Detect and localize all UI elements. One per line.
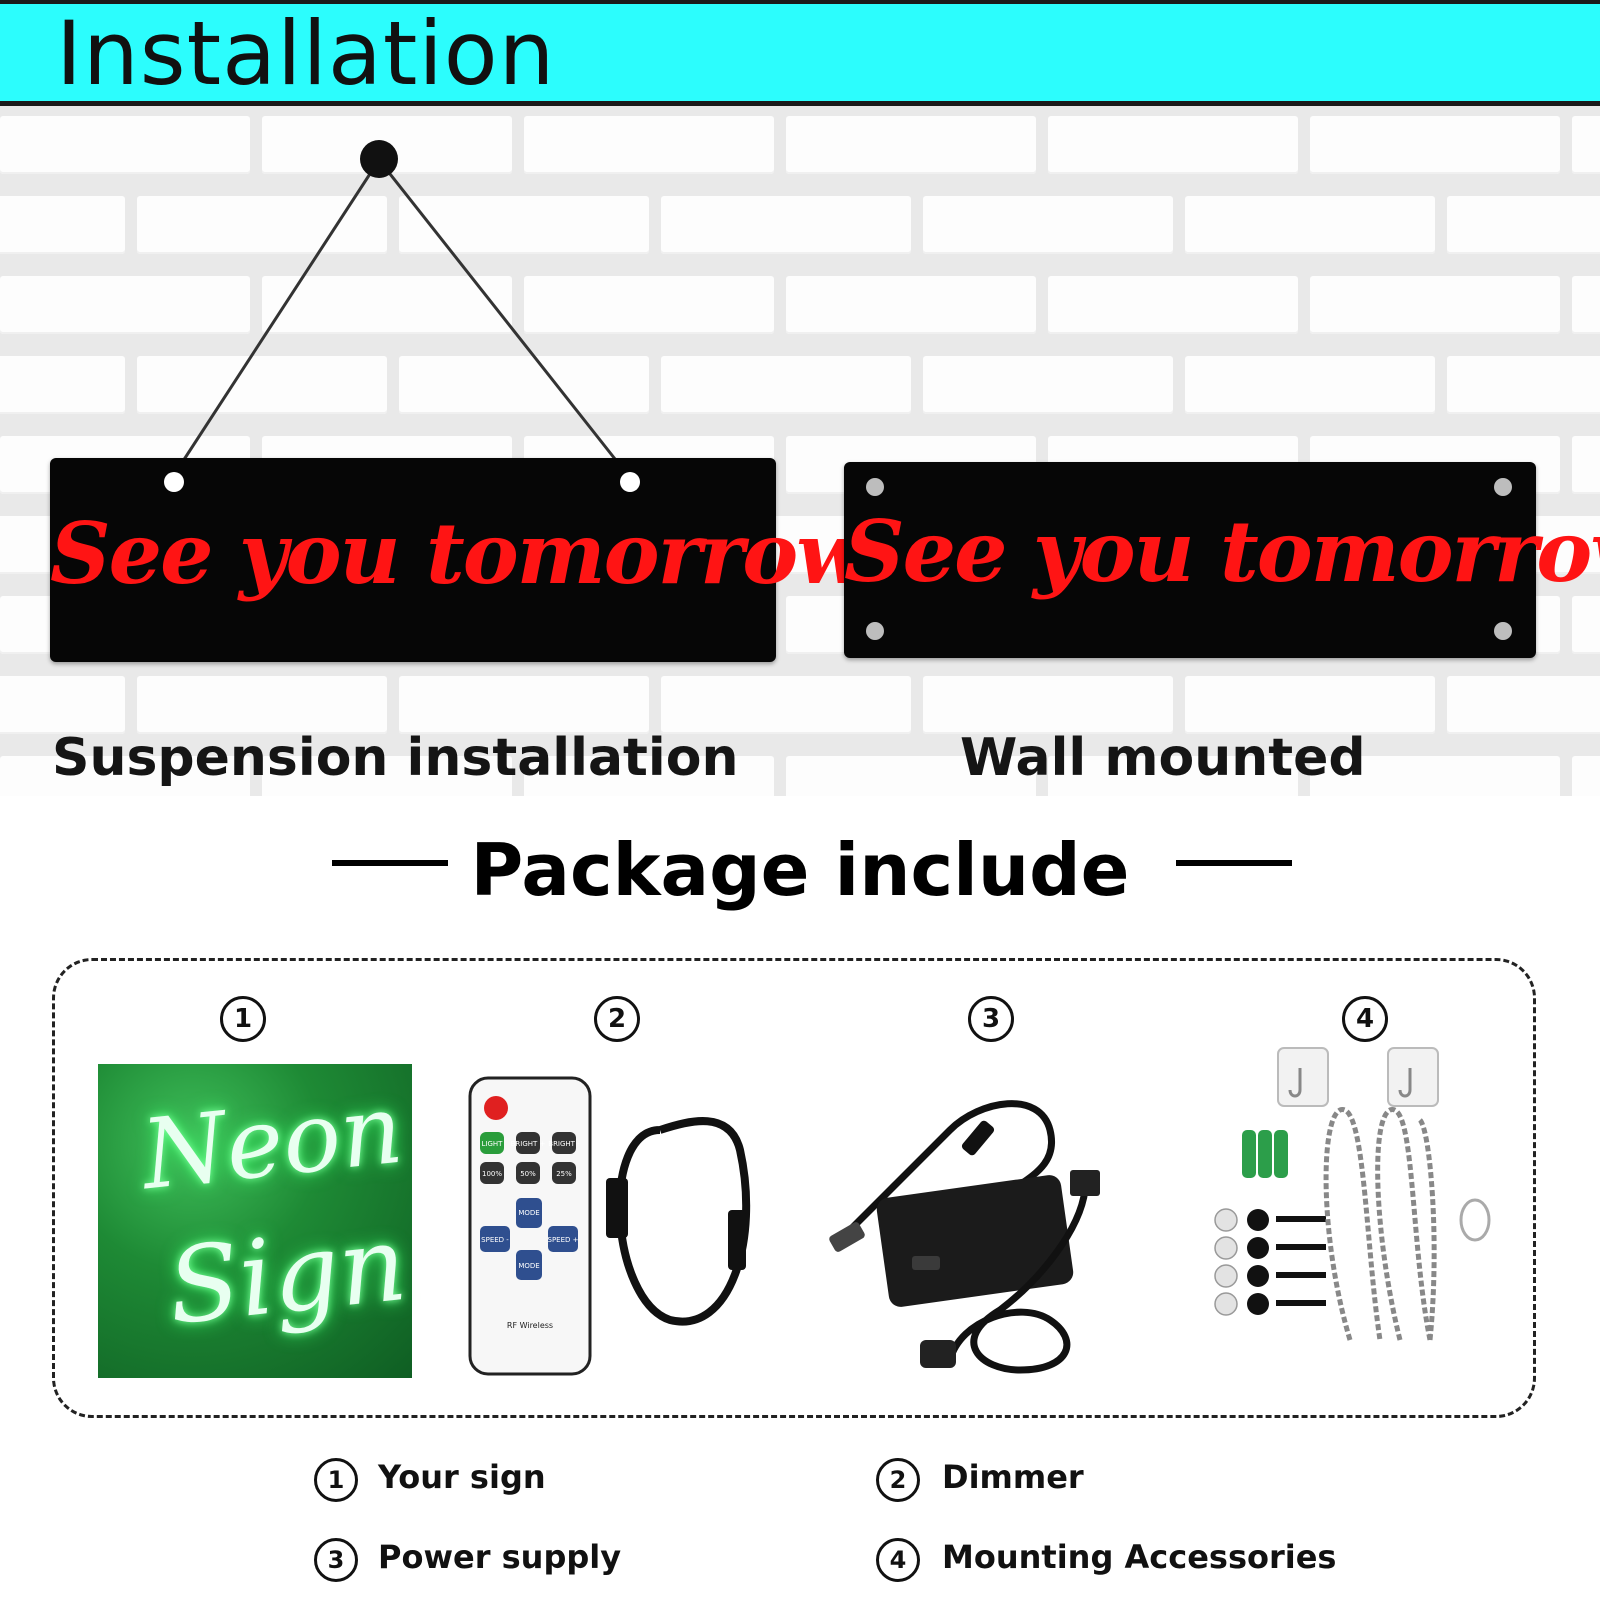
remote-button-label: BRIGHT + xyxy=(511,1140,546,1148)
brick xyxy=(1048,276,1298,334)
remote-button-label: SPEED - xyxy=(481,1236,509,1244)
brick xyxy=(1185,676,1435,734)
brick xyxy=(524,276,774,334)
dimmer-remote-image: LIGHT BRIGHT + BRIGHT - 100% 50% 25% MOD… xyxy=(468,1076,751,1376)
brick xyxy=(137,356,387,414)
legend-number: 2 xyxy=(876,1458,920,1502)
item-number: 2 xyxy=(594,996,640,1042)
screw-icon xyxy=(866,478,884,496)
brick xyxy=(923,676,1173,734)
brick xyxy=(524,116,774,174)
wall-hook-icon xyxy=(360,140,398,178)
remote-button-label: 25% xyxy=(556,1170,572,1178)
neon-sign-image: Neon Sign xyxy=(98,1064,412,1378)
brick xyxy=(923,356,1173,414)
title-divider-right xyxy=(1176,860,1292,866)
item-number: 4 xyxy=(1342,996,1388,1042)
brick xyxy=(1185,196,1435,254)
legend-label-mounting-accessories: Mounting Accessories xyxy=(942,1538,1337,1576)
legend-number: 1 xyxy=(314,1458,358,1502)
title-divider-left xyxy=(332,860,448,866)
brick xyxy=(1310,276,1560,334)
wall-mounted-sign: See you tomorrow xyxy=(844,462,1600,658)
screw-icon xyxy=(1494,478,1512,496)
neon-word-2: Sign xyxy=(162,1201,412,1349)
brick xyxy=(1048,756,1298,796)
brick xyxy=(0,116,250,174)
suspension-caption: Suspension installation xyxy=(52,728,739,788)
brick xyxy=(0,756,250,796)
brick xyxy=(0,356,125,414)
remote-button-label: MODE xyxy=(518,1262,539,1270)
legend-label-your-sign: Your sign xyxy=(378,1458,546,1496)
brick xyxy=(399,676,649,734)
sign-text: See you tomorrow xyxy=(50,504,869,603)
brick xyxy=(524,756,774,796)
brick xyxy=(399,196,649,254)
brick xyxy=(661,196,911,254)
brick xyxy=(1447,676,1600,734)
remote-button-label: BRIGHT - xyxy=(548,1140,580,1148)
remote-button-label: MODE xyxy=(518,1209,539,1217)
legend-number: 3 xyxy=(314,1538,358,1582)
item-number: 3 xyxy=(968,996,1014,1042)
brick xyxy=(0,676,125,734)
page-title: Installation xyxy=(56,2,556,105)
brick xyxy=(1310,756,1560,796)
brick xyxy=(786,756,1036,796)
brick xyxy=(399,356,649,414)
brick xyxy=(137,676,387,734)
legend-label-power-supply: Power supply xyxy=(378,1538,622,1576)
package-title: Package include xyxy=(470,828,1130,912)
brick xyxy=(1447,356,1600,414)
suspension-sign: See you tomorrow xyxy=(50,458,869,662)
brick xyxy=(1572,276,1600,334)
remote-button-label: SPEED + xyxy=(548,1236,579,1244)
screw-icon xyxy=(1494,622,1512,640)
legend-number: 4 xyxy=(876,1538,920,1582)
hanging-cord xyxy=(170,159,632,479)
wall-mounted-caption: Wall mounted xyxy=(960,728,1366,788)
header-banner: Installation xyxy=(0,0,1600,106)
brick xyxy=(1572,436,1600,494)
brick xyxy=(0,276,250,334)
brick xyxy=(137,196,387,254)
remote-button-label: LIGHT xyxy=(482,1140,504,1148)
brick xyxy=(1048,116,1298,174)
item-number: 1 xyxy=(220,996,266,1042)
neon-word-1: Neon xyxy=(136,1072,408,1212)
sign-hole-icon xyxy=(620,472,640,492)
screw-icon xyxy=(866,622,884,640)
brick xyxy=(1185,356,1435,414)
brick xyxy=(0,196,125,254)
remote-footer-label: RF Wireless xyxy=(507,1321,553,1330)
brick xyxy=(923,196,1173,254)
remote-button-label: 100% xyxy=(482,1170,502,1178)
brick xyxy=(786,276,1036,334)
brick xyxy=(1447,196,1600,254)
brick xyxy=(1572,756,1600,796)
remote-button-label: 50% xyxy=(520,1170,536,1178)
brick xyxy=(661,676,911,734)
brick xyxy=(262,276,512,334)
brick xyxy=(262,756,512,796)
legend-label-dimmer: Dimmer xyxy=(942,1458,1084,1496)
brick xyxy=(1310,116,1560,174)
brick xyxy=(786,116,1036,174)
sign-text: See you tomorrow xyxy=(844,502,1600,601)
mounting-accessories-image xyxy=(1214,1047,1491,1341)
brick xyxy=(661,356,911,414)
brick xyxy=(1572,596,1600,654)
package-contents-box xyxy=(52,958,1536,1418)
brick xyxy=(1572,116,1600,174)
sign-hole-icon xyxy=(164,472,184,492)
power-supply-image xyxy=(829,1100,1100,1374)
